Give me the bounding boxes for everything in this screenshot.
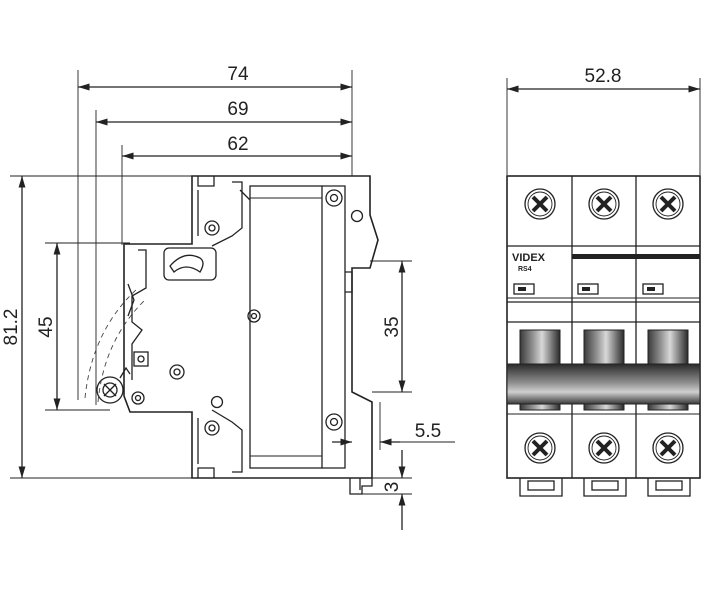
- dimension-45-label: 45: [36, 316, 57, 337]
- model-label: RS4: [518, 266, 532, 273]
- dimension-62: 62: [121, 134, 352, 160]
- dimension-74-label: 74: [227, 64, 249, 85]
- top-terminal-screws: [524, 188, 684, 220]
- dimension-62-label: 62: [227, 134, 248, 155]
- dimension-52-8-label: 52.8: [585, 66, 622, 87]
- dimension-45: 45: [36, 242, 130, 411]
- dimension-69-label: 69: [227, 99, 248, 120]
- breaker-front-body: [506, 175, 701, 479]
- din-rail-clips: [519, 478, 691, 497]
- dimension-81-2: 81.2: [1, 175, 200, 479]
- dimension-5-5: 5.5: [332, 402, 455, 450]
- dimension-74: 74: [78, 64, 352, 91]
- dimension-52-8: 52.8: [506, 66, 701, 175]
- breaker-side-body: [84, 175, 379, 495]
- bottom-terminal-screws: [524, 432, 684, 464]
- side-view: 74 69 62 81.2 45: [1, 64, 455, 530]
- front-view: 52.8 VIDEX RS4: [506, 66, 701, 497]
- dimension-35: 35: [370, 260, 412, 393]
- dimension-5-5-label: 5.5: [415, 421, 441, 442]
- indicator-windows: [507, 283, 700, 299]
- brand-label: VIDEX: [512, 252, 546, 264]
- toggle-handles: [506, 329, 701, 411]
- dimension-3-label: 3: [382, 482, 403, 493]
- dimension-69: 69: [96, 99, 352, 126]
- dimension-35-label: 35: [382, 316, 403, 337]
- dimension-81-2-label: 81.2: [1, 309, 22, 346]
- handle-tie-bar: [506, 363, 701, 405]
- dimension-3: 3: [362, 450, 412, 530]
